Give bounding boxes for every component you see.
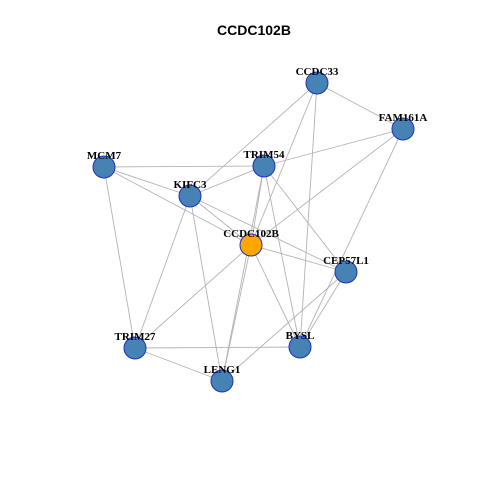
edge-cep57l1-leng1 xyxy=(221,271,347,382)
edge-kifc3-trim27 xyxy=(134,195,191,349)
edge-mcm7-kifc3 xyxy=(103,166,191,197)
edge-ccdc102b-cep57l1 xyxy=(250,244,347,273)
edge-cep57l1-bysl xyxy=(299,271,347,348)
edge-ccdc102b-bysl xyxy=(250,244,301,348)
node-label-trim54: TRIM54 xyxy=(244,149,285,161)
node-cep57l1 xyxy=(334,260,358,284)
edge-ccdc33-ccdc102b xyxy=(250,82,318,246)
edge-kifc3-cep57l1 xyxy=(189,195,347,273)
node-trim27 xyxy=(123,336,147,360)
edge-fam161a-ccdc102b xyxy=(250,128,404,246)
edge-kifc3-ccdc102b xyxy=(189,195,252,246)
node-mcm7 xyxy=(92,155,116,179)
node-label-bysl: BYSL xyxy=(286,330,315,342)
node-label-ccdc33: CCDC33 xyxy=(296,66,339,78)
edge-trim27-bysl xyxy=(134,346,301,349)
node-ccdc102b xyxy=(239,233,263,257)
edge-fam161a-trim54 xyxy=(263,128,404,167)
edge-trim54-bysl xyxy=(263,165,301,348)
node-label-leng1: LENG1 xyxy=(204,364,241,376)
edge-ccdc33-fam161a xyxy=(316,82,404,130)
edge-mcm7-trim54 xyxy=(103,165,265,168)
edge-trim54-cep57l1 xyxy=(263,165,347,273)
node-ccdc33 xyxy=(305,71,329,95)
nodes-layer xyxy=(92,71,415,393)
edge-trim54-leng1 xyxy=(221,165,265,382)
edge-ccdc33-bysl xyxy=(299,82,318,348)
node-label-trim27: TRIM27 xyxy=(115,331,156,343)
edge-kifc3-leng1 xyxy=(189,195,223,382)
node-label-ccdc102b: CCDC102B xyxy=(223,228,279,240)
node-label-kifc3: KIFC3 xyxy=(174,179,208,191)
edge-fam161a-bysl xyxy=(299,128,404,348)
edge-trim27-leng1 xyxy=(134,347,223,382)
edges-layer xyxy=(103,82,404,382)
edge-mcm7-trim27 xyxy=(103,166,136,349)
node-label-cep57l1: CEP57L1 xyxy=(323,255,369,267)
edge-mcm7-ccdc102b xyxy=(103,166,252,246)
node-label-mcm7: MCM7 xyxy=(87,150,122,162)
edge-trim54-kifc3 xyxy=(189,165,265,197)
node-fam161a xyxy=(391,117,415,141)
graph-title: CCDC102B xyxy=(217,22,291,38)
node-kifc3 xyxy=(178,184,202,208)
edge-ccdc33-kifc3 xyxy=(189,82,318,197)
edge-ccdc102b-leng1 xyxy=(221,244,252,382)
node-leng1 xyxy=(210,369,234,393)
node-label-fam161a: FAM161A xyxy=(379,112,428,124)
edge-ccdc102b-trim27 xyxy=(134,244,252,349)
node-trim54 xyxy=(252,154,276,178)
node-bysl xyxy=(288,335,312,359)
